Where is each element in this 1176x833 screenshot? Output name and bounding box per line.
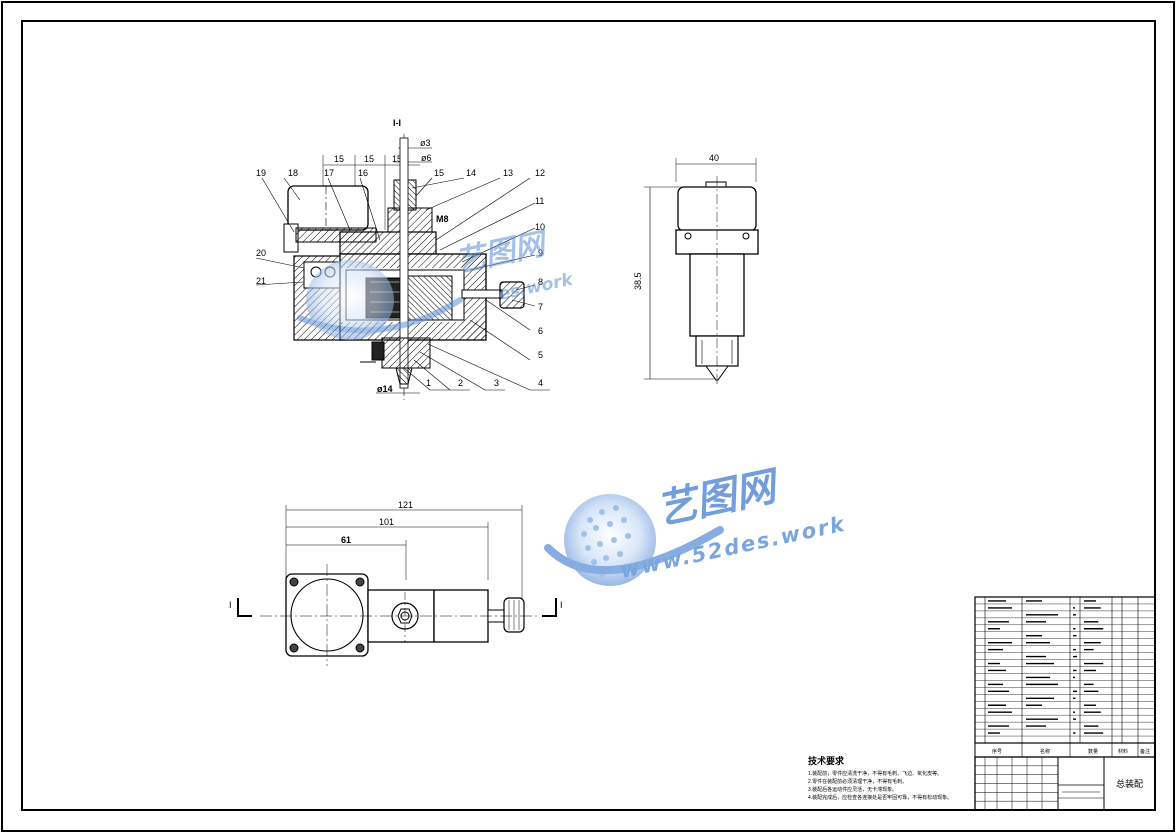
dim-phi6: ø6 <box>421 153 432 163</box>
dim-m8: M8 <box>436 214 449 224</box>
part-21: 21 <box>256 276 266 286</box>
part-3: 3 <box>494 378 499 388</box>
section-title: I-I <box>393 118 401 128</box>
title-block-grid <box>975 757 1058 810</box>
watermark-url-small: es.work <box>497 269 576 305</box>
cut-mark-left: I <box>229 600 232 610</box>
inner-frame <box>21 20 1156 811</box>
tech-item-4: 4.装配完成后，应检查各连接处是否牢固可靠，不得有松动现象。 <box>808 794 952 801</box>
tech-item-3: 3.装配后各运动件应灵活，无卡滞现象。 <box>808 786 897 793</box>
dim-height-38-5: 38.5 <box>633 272 643 290</box>
watermark-large: 艺图网 www.52des.work <box>544 463 848 586</box>
part-1: 1 <box>426 378 431 388</box>
bom-header-name: 名称 <box>1040 748 1050 755</box>
part-4: 4 <box>538 378 543 388</box>
part-6: 6 <box>538 326 543 336</box>
bom-header-material: 材料 <box>1118 748 1128 755</box>
bom-header-no: 序号 <box>992 748 1002 755</box>
part-9: 9 <box>538 248 543 258</box>
part-8: 8 <box>538 277 543 287</box>
dim-121: 121 <box>398 500 413 510</box>
part-19: 19 <box>256 168 266 178</box>
top-view: 121 101 61 I I <box>229 500 563 666</box>
side-view: 40 38.5 <box>633 153 759 386</box>
tech-item-1: 1.装配前，零件应清洗干净，不得有毛刺、飞边、氧化皮等。 <box>808 770 942 777</box>
dim-width-40: 40 <box>709 153 719 163</box>
drawing-name: 总装配 <box>1116 778 1143 789</box>
watermark-brand-small: 艺图网 <box>452 226 551 280</box>
bom-header-qty: 数量 <box>1088 748 1098 755</box>
dim-phi3: ø3 <box>420 138 431 148</box>
part-12: 12 <box>535 168 545 178</box>
tech-item-2: 2.零件在装配前必须清理干净，不得有毛刺。 <box>808 778 907 785</box>
part-16: 16 <box>358 168 368 178</box>
part-2: 2 <box>458 378 463 388</box>
cut-mark-right: I <box>560 600 563 610</box>
dim-phi14: ø14 <box>377 384 393 394</box>
tech-requirements: 技术要求 1.装配前，零件应清洗干净，不得有毛刺、飞边、氧化皮等。 2.零件在装… <box>808 755 952 801</box>
parts-list-rows <box>975 600 1155 737</box>
part-18: 18 <box>288 168 298 178</box>
dim-61: 61 <box>341 535 351 545</box>
bom-header-note: 备注 <box>1140 748 1150 755</box>
dim-15-c: 15 <box>392 154 402 164</box>
parts-list <box>974 596 1156 744</box>
part-11: 11 <box>535 196 544 206</box>
watermark-brand-large: 艺图网 <box>653 463 786 534</box>
part-5: 5 <box>538 350 543 360</box>
part-15: 15 <box>434 168 444 178</box>
tech-title: 技术要求 <box>808 755 845 766</box>
part-13: 13 <box>503 168 513 178</box>
part-7: 7 <box>538 302 543 312</box>
dim-15-a: 15 <box>334 154 344 164</box>
section-view: I-I 15 15 15 ø3 ø6 M8 <box>255 118 550 400</box>
part-10: 10 <box>535 222 545 232</box>
dim-101: 101 <box>379 517 394 527</box>
part-17: 17 <box>324 168 334 178</box>
dim-15-b: 15 <box>364 154 374 164</box>
part-20: 20 <box>256 248 266 258</box>
part-14: 14 <box>466 168 476 178</box>
